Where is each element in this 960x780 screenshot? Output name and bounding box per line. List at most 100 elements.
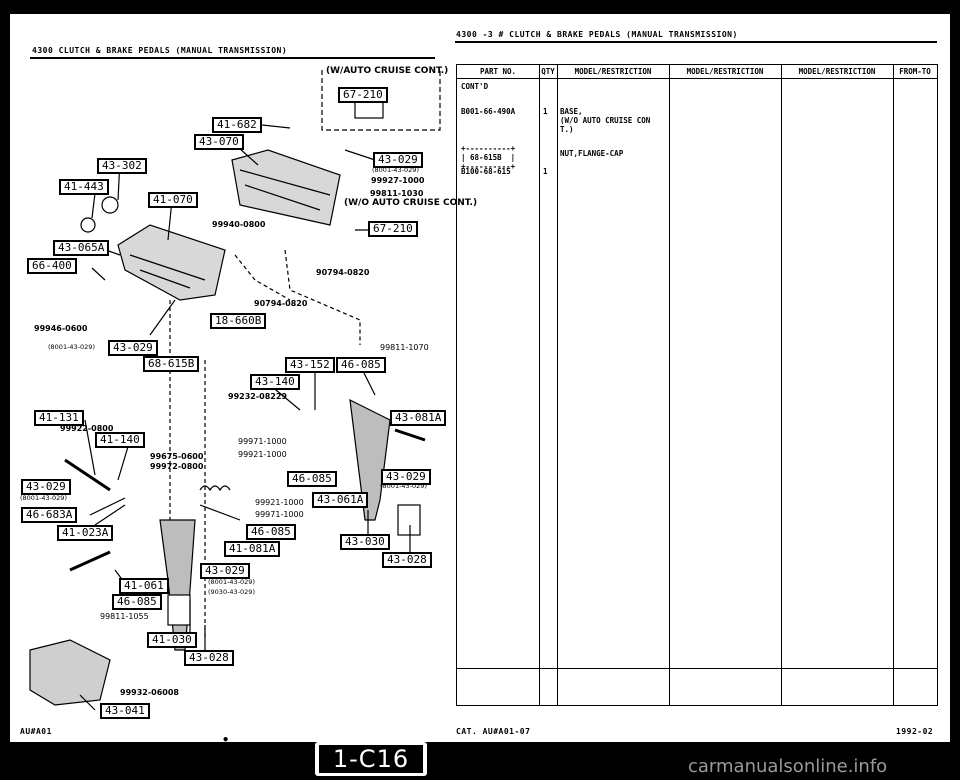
col-header-qty: QTY bbox=[541, 67, 555, 76]
bushing-part bbox=[101, 196, 119, 214]
watermark: carmanualsonline.info bbox=[688, 756, 888, 777]
ref-box: 46-085 bbox=[336, 357, 386, 373]
part-label: 99972-0800 bbox=[150, 462, 204, 471]
left-page-header: 4300 CLUTCH & BRAKE PEDALS (MANUAL TRANS… bbox=[32, 46, 288, 55]
ref-box: 43-029 bbox=[108, 340, 158, 356]
table-row-part: CONT'D bbox=[461, 82, 489, 91]
part-label: 99921-1000 bbox=[255, 498, 304, 507]
ref-box: 41-081A bbox=[224, 541, 281, 557]
ref-box: 43-065A bbox=[53, 240, 110, 256]
page-number: 1-C16 bbox=[318, 745, 424, 773]
right-footer-date: 1992-02 bbox=[896, 727, 934, 736]
code-label: (9030-43-029) bbox=[208, 588, 255, 596]
ref-box: 41-061 bbox=[119, 578, 169, 594]
ref-box: 41-030 bbox=[147, 632, 197, 648]
col-rule bbox=[893, 65, 894, 705]
ref-box: 41-682 bbox=[212, 117, 262, 133]
ref-box: 43-029 bbox=[381, 469, 431, 485]
ref-box: 46-085 bbox=[287, 471, 337, 487]
table-row-desc: BASE, (W/O AUTO CRUISE CON T.) bbox=[560, 107, 651, 134]
ref-box: 67-210 bbox=[338, 87, 388, 103]
code-label: (8001-43-029) bbox=[372, 166, 419, 174]
footer-divider bbox=[457, 668, 937, 669]
ref-box: 18-660B bbox=[210, 313, 267, 329]
pedal-cover bbox=[29, 639, 111, 706]
col-header-part-no: PART NO. bbox=[479, 67, 517, 76]
ref-box: 43-302 bbox=[97, 158, 147, 174]
ref-box: 43-028 bbox=[382, 552, 432, 568]
table-row-part: B001-66-490A bbox=[461, 107, 516, 116]
ref-box: 43-029 bbox=[373, 152, 423, 168]
col-header-model-3: MODEL/RESTRICTION bbox=[798, 67, 876, 76]
part-label: 99971-1000 bbox=[238, 437, 287, 446]
part-label: 99932-06008 bbox=[120, 688, 179, 697]
ref-box: 43-041 bbox=[100, 703, 150, 719]
ref-box: 43-029 bbox=[21, 479, 71, 495]
ref-box: 67-210 bbox=[368, 221, 418, 237]
ref-box: 46-085 bbox=[112, 594, 162, 610]
ref-box: 46-085 bbox=[246, 524, 296, 540]
ref-box: 41-140 bbox=[95, 432, 145, 448]
left-header-rule bbox=[30, 57, 435, 59]
brake-pad bbox=[397, 504, 421, 536]
ref-box: 41-023A bbox=[57, 525, 114, 541]
ref-box: 68-615B bbox=[143, 356, 200, 372]
part-label: 99811-1030 bbox=[370, 189, 424, 198]
code-label: (8001-43-029) bbox=[380, 482, 427, 490]
ref-box: 43-081A bbox=[390, 410, 447, 426]
clutch-pad bbox=[167, 594, 191, 626]
page-number-badge: 1-C16 bbox=[315, 742, 427, 776]
ref-box: 43-030 bbox=[340, 534, 390, 550]
table-row-desc: NUT,FLANGE-CAP bbox=[560, 149, 624, 158]
code-label: (8001-43-029) bbox=[48, 343, 95, 351]
left-footer-dot: • bbox=[222, 733, 230, 747]
part-label: 99946-0600 bbox=[34, 324, 88, 333]
code-label: (8001-43-029) bbox=[208, 578, 255, 586]
ref-box: 43-070 bbox=[194, 134, 244, 150]
part-label: 99811-1070 bbox=[380, 343, 429, 352]
part-label: 99922-0800 bbox=[60, 424, 114, 433]
table-row-part: B100-68-615 bbox=[461, 167, 511, 176]
part-label: 99927-1000 bbox=[371, 176, 425, 185]
part-label: 99921-1000 bbox=[238, 450, 287, 459]
col-rule bbox=[557, 65, 558, 705]
col-header-from-to: FROM-TO bbox=[899, 67, 931, 76]
parts-table: PART NO. QTY MODEL/RESTRICTION MODEL/RES… bbox=[456, 64, 938, 706]
part-label: 99971-1000 bbox=[255, 510, 304, 519]
inset-box-outline bbox=[321, 70, 441, 131]
lower-bracket bbox=[117, 224, 226, 301]
ref-box: 41-070 bbox=[148, 192, 198, 208]
right-footer-catalog: CAT. AU#A01-07 bbox=[456, 727, 531, 736]
table-row-qty: 1 bbox=[543, 167, 548, 176]
col-rule bbox=[669, 65, 670, 705]
ref-box: 46-683A bbox=[21, 507, 78, 523]
col-rule bbox=[781, 65, 782, 705]
header-divider bbox=[457, 78, 937, 79]
right-header-rule bbox=[455, 41, 937, 43]
right-page-header: 4300 -3 # CLUTCH & BRAKE PEDALS (MANUAL … bbox=[456, 30, 738, 39]
ref-box: 66-400 bbox=[27, 258, 77, 274]
ref-box: 43-140 bbox=[250, 374, 300, 390]
col-rule bbox=[539, 65, 540, 705]
code-label: (8001-43-029) bbox=[20, 494, 67, 502]
col-header-model-1: MODEL/RESTRICTION bbox=[574, 67, 652, 76]
inset-title-auto-cruise: (W/AUTO CRUISE CONT.) bbox=[326, 66, 449, 76]
left-footer-code: AU#A01 bbox=[20, 727, 52, 736]
ref-box: 43-061A bbox=[312, 492, 369, 508]
ref-box: 43-028 bbox=[184, 650, 234, 666]
col-header-model-2: MODEL/RESTRICTION bbox=[686, 67, 764, 76]
part-label: 99232-08229 bbox=[228, 392, 287, 401]
part-label: 99811-1055 bbox=[100, 612, 149, 621]
inset-title-no-cruise: (W/O AUTO CRUISE CONT.) bbox=[344, 198, 478, 208]
upper-bracket bbox=[231, 149, 341, 226]
ref-box: 43-152 bbox=[285, 357, 335, 373]
catalog-page bbox=[10, 14, 950, 742]
part-label: 99675-0600 bbox=[150, 452, 204, 461]
ref-box: 41-443 bbox=[59, 179, 109, 195]
table-row-part: +----------+ | 68-615B | +----------+ bbox=[461, 144, 516, 171]
ref-box: 43-029 bbox=[200, 563, 250, 579]
part-label: 90794-0820 bbox=[254, 299, 308, 308]
part-label: 99940-0800 bbox=[212, 220, 266, 229]
table-row-qty: 1 bbox=[543, 107, 548, 116]
